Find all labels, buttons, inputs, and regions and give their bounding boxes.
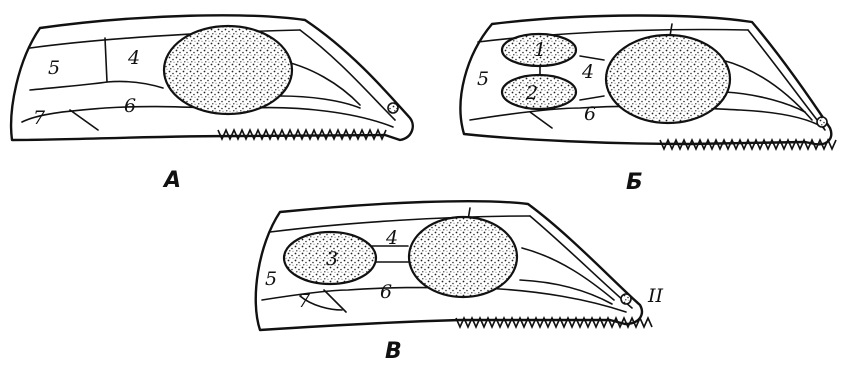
extra-mark-ii: II	[647, 285, 664, 307]
panel-label-b: Б	[626, 170, 643, 195]
bone-number-3: 3	[326, 248, 338, 270]
bone-number-6: 6	[124, 95, 136, 117]
bone-number-4: 4	[385, 227, 398, 249]
bone-number-6: 6	[584, 103, 596, 125]
orbit-b	[606, 35, 730, 123]
bone-number-7: 7	[298, 290, 311, 312]
panel-label-a: A	[162, 168, 181, 193]
bone-number-5: 5	[477, 68, 489, 90]
bone-number-4: 4	[581, 61, 594, 83]
panel-c: 3 4 5 7 6 II B	[256, 201, 664, 364]
bone-number-4: 4	[127, 47, 140, 69]
orbit-a	[164, 26, 292, 114]
nostril-c	[621, 294, 631, 304]
panel-b: 1 2 5 4 6 Б	[460, 16, 836, 196]
bone-number-5: 5	[48, 57, 60, 79]
bone-number-6: 6	[380, 281, 392, 303]
nostril-a	[388, 103, 398, 113]
panel-a: 5 4 6 7 A	[11, 15, 413, 193]
orbit-c	[409, 217, 517, 297]
bone-number-5: 5	[265, 268, 277, 290]
bone-number-7: 7	[33, 107, 46, 129]
panel-label-c: B	[385, 339, 402, 364]
bone-number-1: 1	[534, 39, 546, 61]
nostril-b	[817, 117, 827, 127]
bone-number-2: 2	[525, 82, 538, 104]
lower-temporal-opening	[502, 75, 576, 109]
